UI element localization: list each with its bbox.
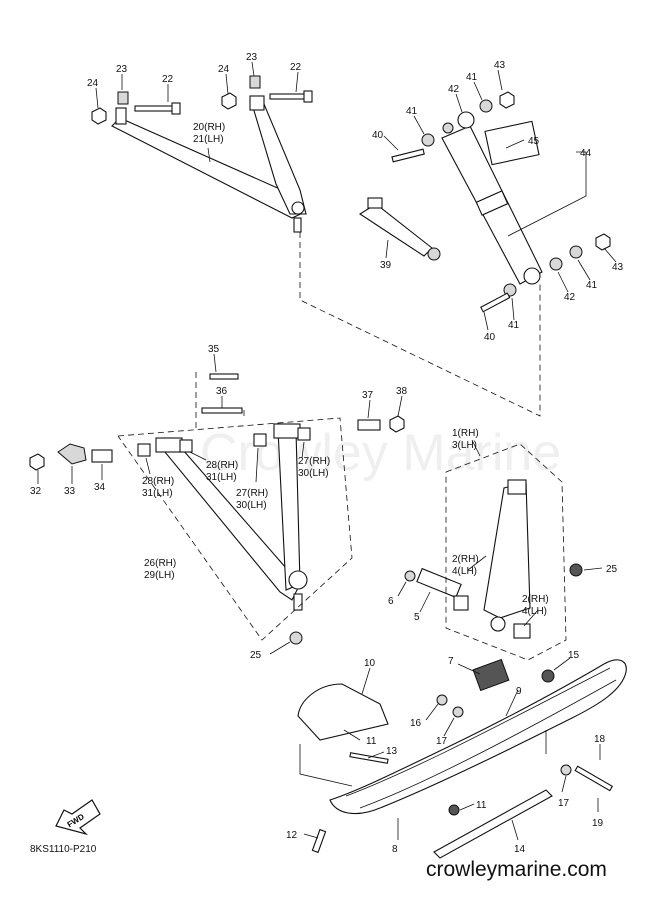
- callout-18: 18: [594, 734, 606, 745]
- lower-a-arm: [155, 423, 308, 611]
- callout-44: 44: [580, 148, 592, 159]
- callout-27-30a: 27(RH): [236, 488, 268, 499]
- callout-20: 20(RH): [193, 122, 225, 133]
- callout-2-4b: 2(RH): [522, 594, 549, 605]
- callout-21: 21(LH): [193, 134, 224, 145]
- callout-37: 37: [362, 390, 374, 401]
- callout-2-4a-lh: 4(LH): [452, 566, 477, 577]
- callout-26: 26(RH): [144, 558, 176, 569]
- callout-17a: 17: [436, 736, 448, 747]
- callout-33: 33: [64, 486, 76, 497]
- callout-35: 35: [208, 344, 220, 355]
- callout-15: 15: [568, 650, 580, 661]
- callout-28-31a: 28(RH): [142, 476, 174, 487]
- callout-27-30b: 27(RH): [298, 456, 330, 467]
- callout-41a: 41: [466, 72, 478, 83]
- callout-25b: 25: [250, 650, 262, 661]
- spindle-hardware: [404, 563, 583, 611]
- callout-36: 36: [216, 386, 228, 397]
- upper-arm-hardware: [91, 75, 313, 125]
- upper-a-arm: [111, 95, 307, 233]
- spindle: [483, 479, 531, 639]
- callout-14: 14: [514, 844, 526, 855]
- callout-10: 10: [364, 658, 376, 669]
- callout-11b: 11: [476, 800, 487, 811]
- dashed-leader-shock: [299, 232, 541, 417]
- callout-41d: 41: [508, 320, 520, 331]
- callout-6: 6: [388, 596, 394, 607]
- shock-label-45: [484, 120, 540, 166]
- callout-40b: 40: [484, 332, 496, 343]
- callout-22a: 22: [162, 74, 174, 85]
- callout-38: 38: [396, 386, 408, 397]
- callout-34: 34: [94, 482, 106, 493]
- callout-23a: 23: [116, 64, 128, 75]
- fwd-arrow-icon: FWD: [55, 799, 101, 836]
- callout-7: 7: [448, 656, 454, 667]
- callout-2-4b-lh: 4(LH): [522, 606, 547, 617]
- callout-24b: 24: [218, 64, 230, 75]
- callout-3: 3(LH): [452, 440, 477, 451]
- diagram-code: 8KS1110-P210: [30, 844, 97, 855]
- leader-lines: [37, 61, 617, 841]
- callout-28-31a-lh: 31(LH): [142, 488, 173, 499]
- callout-27-30b-lh: 30(LH): [298, 468, 329, 479]
- callout-39: 39: [380, 260, 392, 271]
- part-39: [358, 197, 441, 261]
- callout-17b: 17: [558, 798, 570, 809]
- lower-arm-hardware: [29, 373, 405, 645]
- footer-site-name: crowleymarine.com: [426, 858, 607, 881]
- callout-42b: 42: [564, 292, 576, 303]
- dashed-box-spindle: [445, 443, 567, 661]
- callout-23b: 23: [246, 52, 258, 63]
- ski: [297, 658, 627, 859]
- callout-12: 12: [286, 830, 298, 841]
- callout-19: 19: [592, 818, 604, 829]
- callout-22b: 22: [290, 62, 302, 73]
- callout-2-4a: 2(RH): [452, 554, 479, 565]
- callout-43b: 43: [612, 262, 624, 273]
- dashed-box-lower-arm: [117, 417, 353, 641]
- callout-41c: 41: [586, 280, 598, 291]
- callout-5: 5: [414, 612, 420, 623]
- callout-1: 1(RH): [452, 428, 479, 439]
- callout-27-30a-lh: 30(LH): [236, 500, 267, 511]
- callout-45: 45: [528, 136, 540, 147]
- callout-28-31b: 28(RH): [206, 460, 238, 471]
- callout-41b: 41: [406, 106, 418, 117]
- shock-absorber: [441, 111, 543, 285]
- callout-11a: 11: [366, 736, 377, 747]
- watermark: Crowley Marine: [200, 424, 561, 482]
- callout-16: 16: [410, 718, 422, 729]
- callout-25a: 25: [606, 564, 618, 575]
- callout-9: 9: [516, 686, 522, 697]
- callout-42a: 42: [448, 84, 460, 95]
- callout-13: 13: [386, 746, 398, 757]
- callout-29: 29(LH): [144, 570, 175, 581]
- shock-hardware: [391, 91, 611, 313]
- callout-28-31b-lh: 31(LH): [206, 472, 237, 483]
- callout-43a: 43: [494, 60, 506, 71]
- callout-8: 8: [392, 844, 398, 855]
- callout-24a: 24: [87, 78, 99, 89]
- callout-40a: 40: [372, 130, 384, 141]
- callout-32: 32: [30, 486, 42, 497]
